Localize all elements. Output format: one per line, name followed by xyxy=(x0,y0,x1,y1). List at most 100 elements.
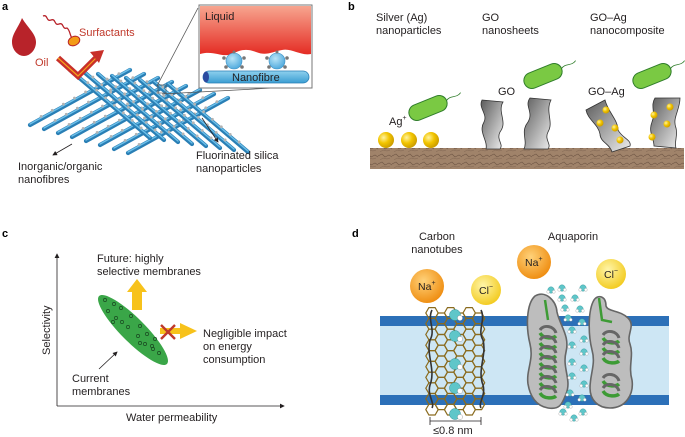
membrane-dot xyxy=(157,351,161,355)
silver-label-1: Silver (Ag) xyxy=(376,12,427,24)
silica-nanoparticle xyxy=(117,118,121,122)
silica-nanoparticle xyxy=(92,120,96,124)
alpha-helix-back xyxy=(538,374,558,384)
water-molecules xyxy=(546,284,589,422)
alpha-helix xyxy=(601,356,621,365)
silica-nanoparticle xyxy=(64,112,68,116)
water-hydrogen xyxy=(567,362,571,366)
go-label-1: GO xyxy=(482,12,500,24)
water-hydrogen xyxy=(577,398,581,402)
silica-nanoparticle xyxy=(177,119,181,123)
silver-label-2: nanoparticles xyxy=(376,25,442,37)
water-hydrogen xyxy=(567,376,571,380)
silica-nanoparticle xyxy=(86,81,90,85)
silica-nanoparticle xyxy=(174,106,177,110)
water-hydrogen xyxy=(457,315,463,321)
oil-drop-icon xyxy=(12,18,36,56)
silica-nanoparticle xyxy=(167,130,171,134)
water-hydrogen xyxy=(567,345,571,349)
water-hydrogen xyxy=(583,322,587,326)
nanofibre xyxy=(165,81,251,155)
alpha-helix-back xyxy=(538,384,558,394)
water-hydrogen xyxy=(457,414,463,420)
membrane-dot xyxy=(136,334,140,338)
water-hydrogen xyxy=(585,368,589,372)
silica-nanoparticle xyxy=(147,83,151,87)
water-hydrogen xyxy=(457,336,463,342)
silver-nanoparticle xyxy=(401,132,417,148)
nanofibre-highlight xyxy=(153,80,235,150)
water-hydrogen xyxy=(578,412,582,416)
silica-nanoparticle xyxy=(109,134,113,138)
water-hydrogen xyxy=(575,309,579,313)
chloride-ion-icon: Cl− xyxy=(471,275,501,305)
current-pointer xyxy=(98,351,118,370)
panel-label-b: b xyxy=(348,1,355,13)
silica-nanoparticle xyxy=(123,138,127,142)
x-axis-label: Water permeability xyxy=(126,412,218,424)
silica-nanoparticle xyxy=(142,89,146,93)
repel-arrow-head-icon xyxy=(90,50,104,63)
cnt-hexagon xyxy=(462,403,477,416)
silica-nanoparticle xyxy=(179,100,183,104)
silica-nanoparticle xyxy=(95,88,99,92)
silica-nanoparticle xyxy=(219,125,223,129)
silica-nanoparticle xyxy=(197,115,200,119)
water-hydrogen xyxy=(579,352,583,356)
membrane-top-layer xyxy=(380,316,669,326)
aquaporin-label: Aquaporin xyxy=(548,231,598,243)
water-hydrogen xyxy=(569,405,573,409)
silica-nanoparticle xyxy=(191,121,195,125)
silica-nanoparticle xyxy=(188,108,191,112)
silica-nanoparticle xyxy=(130,118,134,122)
membrane-dot xyxy=(103,298,107,302)
silica-nanoparticle xyxy=(162,94,166,98)
water-hydrogen xyxy=(570,298,574,302)
alpha-helix-back xyxy=(601,339,621,349)
cnt-label-1: Carbon xyxy=(419,231,455,243)
membrane-dots xyxy=(103,298,161,355)
bacterium-icon xyxy=(408,92,461,121)
silica-nanoparticle xyxy=(209,136,213,140)
nanofibre xyxy=(41,71,147,132)
silica-nanoparticle xyxy=(200,128,204,132)
alpha-helix-back xyxy=(601,329,621,339)
silica-nanoparticle xyxy=(223,138,227,142)
membrane-dot xyxy=(145,332,149,336)
na-text: Na xyxy=(418,281,432,293)
nanofibre xyxy=(123,75,209,149)
water-hydrogen xyxy=(567,330,571,334)
water-hydrogen xyxy=(546,290,550,294)
water-hydrogen xyxy=(571,393,575,397)
nanofibre-highlight xyxy=(111,74,193,144)
cnt-edge-right xyxy=(479,309,485,409)
inset-liquid-nanofibre: Liquid Nanofibre xyxy=(198,4,313,89)
water-hydrogen xyxy=(457,388,463,394)
water-hydrogen xyxy=(564,412,568,416)
membrane-dot xyxy=(119,306,123,310)
panel-label-d: d xyxy=(352,228,359,240)
silica-nanoparticle xyxy=(228,132,232,136)
silica-nanoparticle xyxy=(114,85,118,89)
go-label-2: nanosheets xyxy=(482,25,539,37)
cnt-label-2: nanotubes xyxy=(411,244,463,256)
silica-nanoparticle xyxy=(61,102,65,106)
silica-nanoparticle xyxy=(91,75,95,79)
membrane-bottom-layer xyxy=(380,395,669,405)
silica-nanoparticle xyxy=(159,130,163,134)
silica-nanoparticle xyxy=(153,128,157,132)
water-hydrogen xyxy=(573,345,577,349)
alpha-helix-back xyxy=(538,334,558,344)
silica-nanoparticle xyxy=(39,114,43,118)
nanofibre xyxy=(69,79,175,140)
membrane-dot xyxy=(106,309,110,313)
membrane-dot xyxy=(112,302,116,306)
membrane-dot xyxy=(114,316,118,320)
surfactants-label: Surfactants xyxy=(79,27,135,39)
water-hydrogen xyxy=(563,318,567,322)
silica-nanoparticle xyxy=(161,85,165,89)
zoom-line-top xyxy=(156,7,199,87)
nanofibre-highlight xyxy=(139,78,221,148)
silica-nanoparticle xyxy=(53,118,57,122)
svg-text:Cl−: Cl− xyxy=(479,284,493,297)
